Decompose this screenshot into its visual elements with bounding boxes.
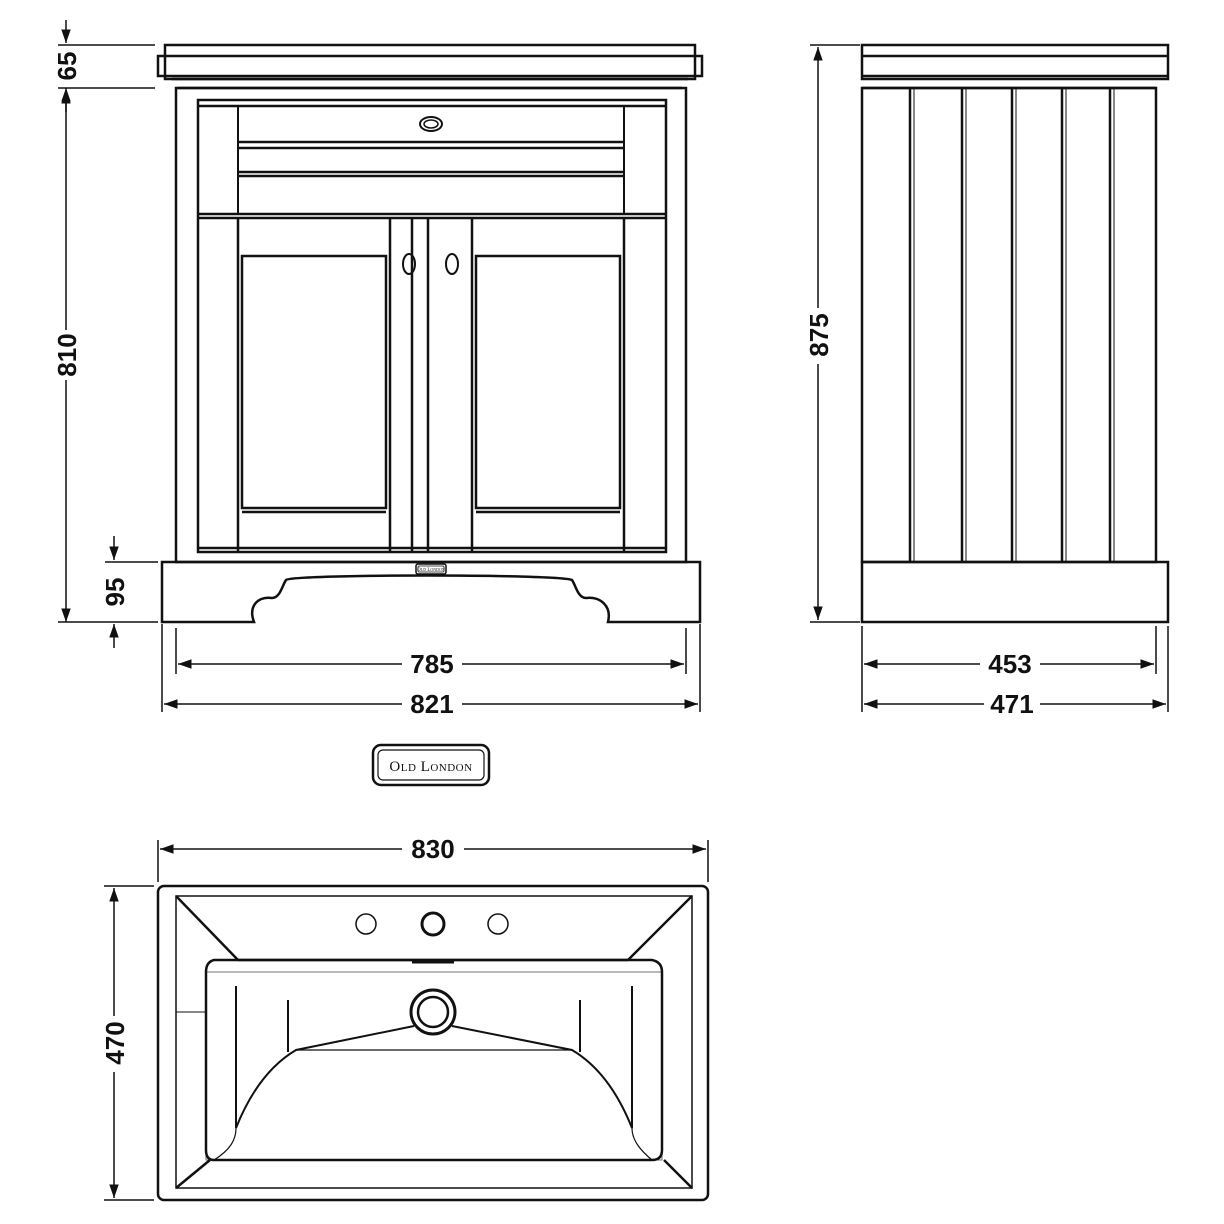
dim-label-basin-depth: 470 <box>100 1021 130 1064</box>
right-door-knob-icon <box>445 253 459 275</box>
drawer-handle-icon <box>419 116 443 132</box>
side-plinth <box>860 560 1170 624</box>
dim-label-plinth-height: 95 <box>100 578 130 607</box>
front-cabinet-body <box>174 86 688 564</box>
overflow-waste-outer-icon <box>409 988 457 1036</box>
side-basin-top <box>860 43 1170 90</box>
dim-label-basin-width: 830 <box>411 834 454 864</box>
overflow-waste-inner-icon <box>416 995 450 1029</box>
tap-hole-center-icon <box>420 911 446 937</box>
side-elevation <box>860 43 1170 624</box>
front-elevation <box>156 43 704 624</box>
front-basin-top <box>156 43 704 90</box>
tap-hole-right-icon <box>487 913 509 935</box>
dim-label-inner-width: 785 <box>410 649 453 679</box>
dim-label-outer-width: 821 <box>410 689 453 719</box>
tap-hole-left-icon <box>355 913 377 935</box>
dim-label-side-height: 875 <box>804 313 834 356</box>
plinth-badge-icon <box>415 563 447 575</box>
front-plinth <box>160 560 702 624</box>
basin-plan-view <box>156 884 710 1202</box>
brand-badge: Old London <box>371 743 491 787</box>
left-door-panel <box>240 254 388 510</box>
dim-label-basin-height: 65 <box>52 52 82 81</box>
dim-label-cabinet-height: 810 <box>52 333 82 376</box>
plinth-badge-text: Old London <box>417 568 445 573</box>
side-cabinet-body <box>860 86 1158 564</box>
dim-label-side-inner-depth: 453 <box>988 649 1031 679</box>
right-door-panel <box>474 254 622 510</box>
dim-label-side-outer-depth: 471 <box>990 689 1033 719</box>
left-door-knob-icon <box>402 253 416 275</box>
brand-name: Old London <box>389 759 472 775</box>
